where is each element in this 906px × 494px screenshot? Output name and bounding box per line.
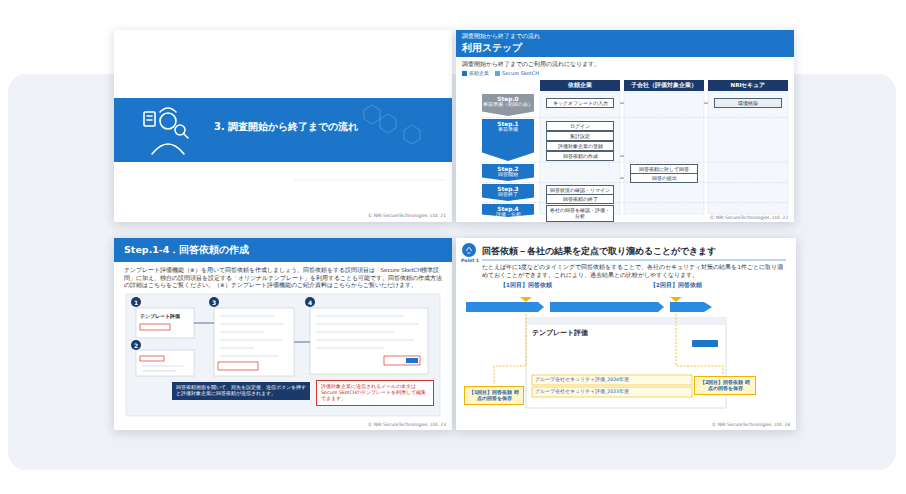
step-shape-fill: [482, 164, 534, 181]
step-chevron: Step.2回答開始: [482, 164, 534, 181]
node-text: 回答依頼の作成: [549, 153, 611, 159]
callout-number: 2: [131, 342, 141, 349]
slide-title: 3. 調査開始から終了までの流れ: [214, 121, 444, 134]
callout-number: 4: [305, 299, 315, 306]
list-row: グループ会社セキュリティ評価_2023年度: [535, 389, 690, 395]
slide-title: 利用ステップ: [462, 42, 782, 54]
node-text: 回答依頼に対して回答: [633, 166, 695, 172]
body-text: テンプレート評価機能（※）を用いて回答依頼を作成しましょう。回答依頼をする設問項…: [124, 267, 442, 290]
callout-number: 1: [131, 299, 141, 306]
slide-card: 回答依頼－各社の結果を定点で取り溜めることができますたとえば年に1度などのタイミ…: [456, 238, 796, 430]
callout-number: 3: [209, 299, 219, 306]
legend-swatch: [495, 71, 500, 76]
step-chevron: Step.4評価・分析: [482, 204, 534, 217]
process-box: 集計設定: [546, 131, 614, 141]
slide-card: 3. 調査開始から終了までの流れ © NRI SecureTechnologies…: [114, 30, 452, 222]
slide-title: 回答依頼－各社の結果を定点で取り溜めることができます: [482, 246, 788, 257]
process-box: 回答依頼の終了: [546, 194, 614, 204]
step-name: 事前準備: [498, 127, 518, 133]
timeline-label: 【2回目】回答依頼: [646, 282, 706, 289]
column-header: NRIセキュア: [708, 80, 788, 91]
step-shape-fill: [482, 184, 534, 201]
footer: © NRI SecureTechnologies, Ltd. 21: [304, 213, 446, 219]
footer: © NRI SecureTechnologies, Ltd. 23: [304, 422, 446, 428]
column-header: 子会社（評価対象企業）: [624, 80, 704, 91]
slide-card: Step.1-4．回答依頼の作成テンプレート評価機能（※）を用いて回答依頼を作成…: [114, 238, 452, 430]
process-box: キックオフシートの入力: [546, 98, 614, 108]
legend-item: Secure SketCH: [495, 70, 539, 76]
node-text: 各社の回答を確認・評価・分析: [549, 207, 611, 220]
legend: 依頼企業 Secure SketCH: [462, 70, 539, 76]
process-box: 評価対象企業の登録: [546, 141, 614, 151]
column-header: 依頼企業: [540, 80, 620, 91]
slide-card: 調査開始から終了までの流れ利用ステップ調査開始から終了までのご利用の流れになりま…: [456, 30, 794, 222]
process-box: ログイン: [546, 121, 614, 131]
footer: © NRI SecureTechnologies, Ltd. 24: [648, 422, 790, 428]
warning-box: 評価対象企業に送信されるメールの本文はSecure SketCHのテンプレートを…: [316, 380, 434, 406]
section-name: 調査開始から終了までの流れ: [462, 33, 782, 40]
step-chevron: Step.0事前準備（初回のみ）: [482, 94, 534, 116]
list-row: グループ会社セキュリティ評価_2024年度: [535, 377, 690, 383]
node-text: 回答依頼画面を開いて、宛先を設定後、送信ボタンを押すと評価対象企業に回答依頼が送…: [176, 385, 306, 397]
node-text: NRIセキュア: [709, 82, 787, 89]
process-box: 回答依頼の作成: [546, 151, 614, 161]
node-text: 集計設定: [549, 133, 611, 139]
node-text: 子会社（評価対象企業）: [625, 82, 703, 89]
step-chevron: Step.1事前準備: [482, 119, 534, 161]
node-text: キックオフシートの入力: [549, 100, 611, 106]
node-text: 評価対象企業に送信されるメールの本文はSecure SketCHのテンプレートを…: [321, 384, 429, 402]
step-chevron: Step.3回答終了: [482, 184, 534, 201]
step-name: 回答開始: [498, 172, 518, 178]
footer: © NRI SecureTechnologies, Ltd. 22: [646, 215, 788, 221]
node-text: 評価対象企業の登録: [549, 143, 611, 149]
node-text: 依頼企業: [541, 82, 619, 89]
slide-title: Step.1-4．回答依頼の作成: [124, 244, 444, 256]
callout-box: 【1回目】回答依頼 時点の回答を保存: [464, 386, 524, 405]
node-text: 【1回目】回答依頼 時点の回答を保存: [468, 389, 520, 402]
body-text: たとえば年に1度などのタイミングで回答依頼をすることで、各社のセキュリティ対策の…: [482, 264, 786, 279]
screen-title: テンプレート評価: [140, 313, 192, 319]
node-text: 【2回目】回答依頼 時点の回答を保存: [698, 379, 752, 392]
point-tag: Point 1: [458, 258, 482, 264]
node-text: 環境構築: [717, 100, 779, 106]
node-text: ログイン: [549, 123, 611, 129]
process-box: 環境構築: [714, 98, 782, 108]
step-name: 回答終了: [498, 192, 518, 198]
process-box: 回答の提出: [630, 173, 698, 183]
legend-swatch: [462, 71, 467, 76]
callout-box: 【2回目】回答依頼 時点の回答を保存: [694, 376, 756, 395]
step-name: 事前準備（初回のみ）: [483, 102, 533, 108]
legend-text: Secure SketCH: [502, 70, 539, 76]
slide-subtitle: 調査開始から終了までのご利用の流れになります。: [462, 60, 782, 68]
step-name: 評価・分析: [496, 212, 521, 218]
timeline-label: 【1回目】回答依頼: [496, 282, 556, 289]
note-box: 回答依頼画面を開いて、宛先を設定後、送信ボタンを押すと評価対象企業に回答依頼が送…: [172, 382, 310, 400]
process-box: 各社の回答を確認・評価・分析: [546, 205, 614, 222]
node-text: 回答依頼の終了: [549, 196, 611, 202]
legend-text: 依頼企業: [469, 70, 489, 76]
node-text: 回答の提出: [633, 175, 695, 181]
step-shape-fill: [482, 94, 534, 116]
screen-title: テンプレート評価: [532, 329, 652, 337]
step-shape-fill: [482, 119, 534, 161]
legend-item: 依頼企業: [462, 70, 489, 76]
